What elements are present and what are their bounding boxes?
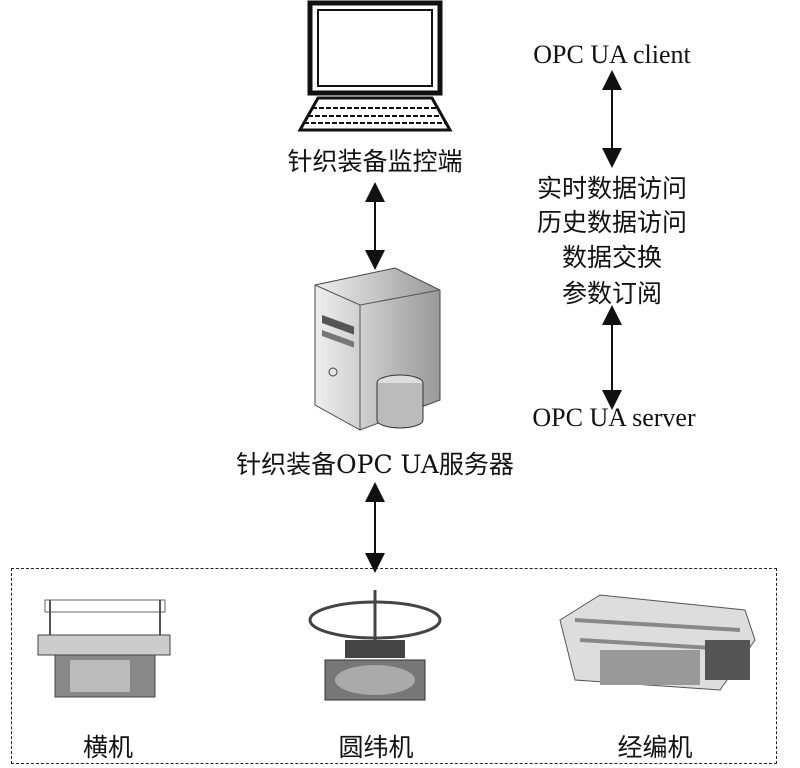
service-item: 数据交换	[561, 243, 663, 272]
flat-knitting-machine-icon	[37, 599, 171, 698]
knitting-machines-group	[11, 568, 777, 764]
machine-label: 圆纬机	[338, 733, 414, 762]
computer-monitor-icon	[297, 0, 453, 132]
client-protocol-label: OPC UA client	[533, 40, 691, 69]
server-label: 针织装备OPC UA服务器	[236, 450, 514, 479]
monitor-label: 针织装备监控端	[287, 147, 463, 176]
service-item: 参数订阅	[561, 279, 663, 308]
machine-label: 横机	[82, 733, 134, 762]
service-item: 历史数据访问	[536, 208, 688, 237]
server-tower-icon	[314, 267, 441, 431]
service-item: 实时数据访问	[536, 174, 688, 203]
circular-knitting-machine-icon	[308, 590, 442, 701]
warp-knitting-machine-icon	[559, 594, 756, 691]
server-protocol-label: OPC UA server	[532, 403, 696, 432]
machine-label: 经编机	[617, 733, 693, 762]
